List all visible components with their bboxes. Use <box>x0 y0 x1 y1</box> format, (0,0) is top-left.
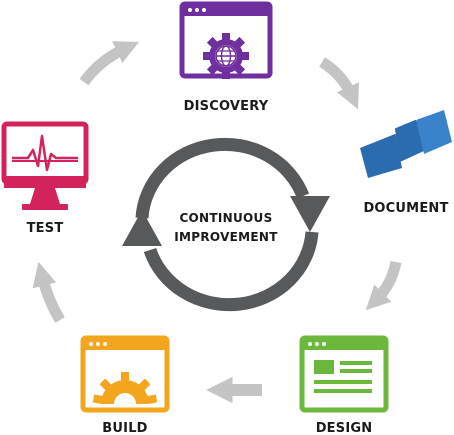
stage-design: DESIGN <box>299 335 389 435</box>
cycle-arrow-upper <box>135 137 310 219</box>
flow-arrow-document-to-design <box>365 260 402 311</box>
flow-arrows <box>32 41 402 404</box>
flow-arrow-test-to-discovery <box>79 41 140 86</box>
center-cycle: CONTINUOUS IMPROVEMENT <box>122 137 330 312</box>
center-label-line2: IMPROVEMENT <box>174 230 278 244</box>
cycle-arrowhead-left <box>122 210 162 246</box>
folded-document-icon <box>360 110 452 178</box>
stage-document: DOCUMENT <box>360 110 452 216</box>
stage-label-build: BUILD <box>102 421 147 435</box>
flow-arrow-build-to-test <box>32 261 65 323</box>
cycle-arrowhead-right <box>290 196 330 232</box>
stage-label-document: DOCUMENT <box>363 201 448 216</box>
cycle-arrow-lower <box>143 231 319 312</box>
window-globe-gear-icon <box>179 1 273 79</box>
stage-label-discovery: DISCOVERY <box>184 99 269 114</box>
stage-test: TEST <box>1 121 89 236</box>
stage-label-test: TEST <box>27 221 64 236</box>
center-label-line1: CONTINUOUS <box>179 211 272 225</box>
window-layout-icon <box>299 335 389 413</box>
stage-build: BUILD <box>80 335 170 435</box>
flow-arrow-discovery-to-document <box>319 57 360 110</box>
monitor-heartbeat-icon <box>1 121 89 210</box>
stage-label-design: DESIGN <box>316 421 373 435</box>
stage-discovery: DISCOVERY <box>179 1 273 114</box>
window-gear-icon <box>80 335 170 413</box>
